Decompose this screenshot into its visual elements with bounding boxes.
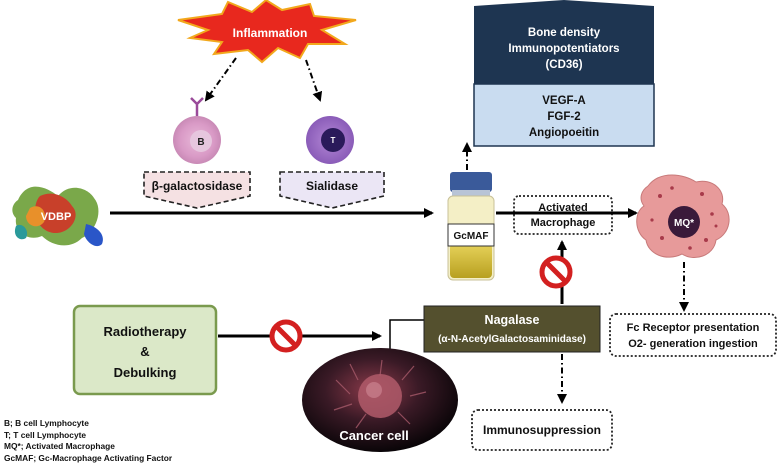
vdbp-label: VDBP [41, 211, 72, 223]
starburst-shape [177, 0, 357, 64]
inflammation-label: Inflammation [233, 26, 308, 40]
radiotherapy-line-1: Radiotherapy [103, 324, 187, 339]
cancer-cell-core [358, 374, 402, 418]
beta-galactosidase-label: β-galactosidase [152, 179, 243, 193]
inflammation-to-bcell-arrow [204, 57, 237, 102]
radiotherapy-frame [72, 304, 218, 396]
fc-receptor-box: Fc Receptor presentation O2- generation … [609, 313, 777, 357]
cancer-cell-core-highlight [366, 382, 382, 398]
t-cell: T [306, 116, 354, 164]
macrophage-granules [650, 186, 718, 250]
radiotherapy-line-2: & [140, 344, 149, 359]
vdbp-ribbon-teal [14, 224, 28, 240]
cancer-cell-label: Cancer cell [339, 428, 408, 443]
abbreviation-legend: B; B cell Lymphocyte T; T cell Lymphocyt… [4, 418, 172, 464]
forbidden-icon-nagalase [539, 255, 573, 289]
b-cell-letter: B [197, 137, 204, 148]
immunosuppression-frame [471, 409, 613, 451]
immunosuppression-label: Immunosuppression [483, 423, 601, 437]
forbidden-icon-radiotherapy [269, 319, 303, 353]
b-cell-nucleus [190, 130, 212, 152]
effects-top-line-2: Immunopotentiators [508, 43, 619, 55]
macrophage-label: MQ* [674, 218, 694, 229]
nagalase-frame [423, 305, 601, 353]
beta-galactosidase-tag: β-galactosidase [143, 171, 251, 209]
macrophage-cell: MQ* [636, 174, 730, 258]
macrophage-nucleus [668, 206, 700, 238]
vial-liquid [450, 244, 492, 278]
effects-top-line-1: Bone density [528, 27, 601, 39]
cancer-cell: Cancer cell [302, 348, 458, 452]
b-cell: B [173, 97, 221, 164]
fc-receptor-line-1: Fc Receptor presentation [627, 322, 760, 334]
vial-cap [450, 172, 492, 192]
sialidase-label: Sialidase [306, 179, 358, 193]
legend-item-gcmaf: GcMAF; Gc-Macrophage Activating Factor [4, 452, 173, 463]
gcmaf-label: GcMAF [454, 231, 489, 242]
beta-galactosidase-shape [143, 171, 251, 209]
inflammation-to-tcell-arrow [305, 59, 323, 102]
vial-cap-ring [452, 190, 490, 196]
fc-receptor-frame [609, 313, 777, 357]
immunosuppression-box: Immunosuppression [471, 409, 613, 451]
nagalase-title: Nagalase [485, 313, 540, 327]
vdbp-ribbon-orange [26, 206, 46, 227]
activated-macrophage-line-2: Macrophage [531, 217, 596, 229]
b-cell-receptor-icon [190, 97, 204, 116]
activated-macrophage-box: Activated Macrophage [513, 195, 613, 235]
t-cell-letter: T [331, 136, 336, 145]
radiotherapy-box: Radiotherapy & Debulking [72, 304, 218, 396]
nagalase-box: Nagalase (α-N-AcetylGalactosaminidase) [423, 305, 601, 353]
cancer-cell-spikes [333, 359, 427, 429]
sialidase-shape [279, 171, 385, 209]
inflammation-starburst: Inflammation [177, 0, 357, 64]
legend-item-macrophage: MQ*; Activated Macrophage [4, 441, 115, 452]
t-cell-nucleus [321, 128, 345, 152]
effects-top-shape [474, 0, 654, 84]
effects-bottom-line-2: FGF-2 [547, 111, 580, 123]
effects-bottom-shape [473, 83, 655, 147]
legend-item-b-cell: B; B cell Lymphocyte [4, 418, 89, 428]
effects-top-line-3: (CD36) [545, 59, 582, 71]
vdbp-protein: VDBP [12, 186, 103, 247]
legend-item-t-cell: T; T cell Lymphocyte [4, 429, 87, 440]
gcmaf-vial: GcMAF [447, 172, 495, 281]
effects-box: Bone density Immunopotentiators (CD36) V… [473, 0, 655, 147]
vial-label-bg [447, 223, 495, 247]
effects-bottom-line-3: Angiopoeitin [529, 127, 599, 139]
nagalase-subtitle: (α-N-AcetylGalactosaminidase) [438, 334, 586, 345]
fc-receptor-line-2: O2- generation ingestion [628, 338, 758, 350]
sialidase-tag: Sialidase [279, 171, 385, 209]
vdbp-ribbon-blue [84, 224, 103, 247]
effects-bottom-line-1: VEGF-A [542, 95, 585, 107]
vdbp-ribbon-red [35, 193, 76, 234]
radiotherapy-line-3: Debulking [114, 365, 177, 380]
activated-macrophage-frame [513, 195, 613, 235]
activated-macrophage-line-1: Activated [538, 202, 588, 214]
